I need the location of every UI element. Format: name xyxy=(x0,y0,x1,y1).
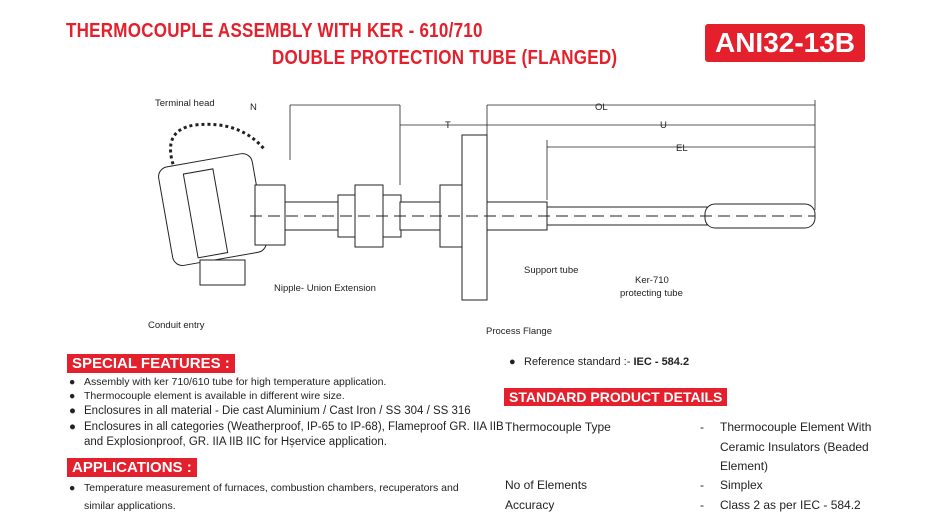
detail-dash: - xyxy=(700,478,704,492)
feature-item: ●Enclosures in all material - Die cast A… xyxy=(69,405,471,417)
detail-label: No of Elements xyxy=(505,478,588,492)
details-heading: STANDARD PRODUCT DETAILS xyxy=(504,388,728,406)
applications-heading: APPLICATIONS : xyxy=(67,458,197,477)
label-terminal-head: Terminal head xyxy=(155,98,215,109)
detail-dash: - xyxy=(700,420,704,434)
process-flange xyxy=(461,134,488,301)
title-line-1: THERMOCOUPLE ASSEMBLY WITH KER - 610/710 xyxy=(66,20,483,42)
special-features-heading: SPECIAL FEATURES : xyxy=(67,354,235,373)
reference-standard: ●Reference standard :- IEC - 584.2 xyxy=(509,356,690,368)
detail-dash: - xyxy=(700,498,704,512)
detail-label: Thermocouple Type xyxy=(505,420,611,434)
terminal-head xyxy=(158,122,286,286)
label-ker-2: protecting tube xyxy=(620,288,683,299)
label-support: Support tube xyxy=(524,265,579,276)
detail-label: Accuracy xyxy=(505,498,555,512)
detail-value: Thermocouple Element With xyxy=(720,420,872,434)
application-item-cont: similar applications. xyxy=(84,500,176,512)
feature-item: ●Enclosures in all categories (Weatherpr… xyxy=(69,421,504,433)
detail-value: Class 2 as per IEC - 584.2 xyxy=(720,498,861,512)
detail-value: Element) xyxy=(720,459,769,473)
detail-value: Simplex xyxy=(720,478,763,492)
label-flange: Process Flange xyxy=(486,326,553,337)
label-u: U xyxy=(660,120,667,131)
label-conduit: Conduit entry xyxy=(148,320,205,331)
label-nipple: Nipple- Union Extension xyxy=(274,283,376,294)
application-item: ●Temperature measurement of furnaces, co… xyxy=(69,482,459,494)
feature-item-cont: and Explosionproof, GR. IIA IIB IIC for … xyxy=(84,436,387,448)
assembly-diagram xyxy=(158,100,816,301)
label-n: N xyxy=(250,102,257,113)
title-line-2: DOUBLE PROTECTION TUBE (FLANGED) xyxy=(272,47,618,69)
detail-value: Ceramic Insulators (Beaded xyxy=(720,440,869,454)
label-ol: OL xyxy=(595,102,608,113)
label-el: EL xyxy=(676,143,688,154)
feature-item: ●Thermocouple element is available in di… xyxy=(69,390,345,402)
label-ker-1: Ker-710 xyxy=(635,275,669,286)
label-t: T xyxy=(445,120,451,131)
feature-item: ●Assembly with ker 710/610 tube for high… xyxy=(69,376,387,388)
product-code-badge: ANI32-13B xyxy=(705,24,865,62)
